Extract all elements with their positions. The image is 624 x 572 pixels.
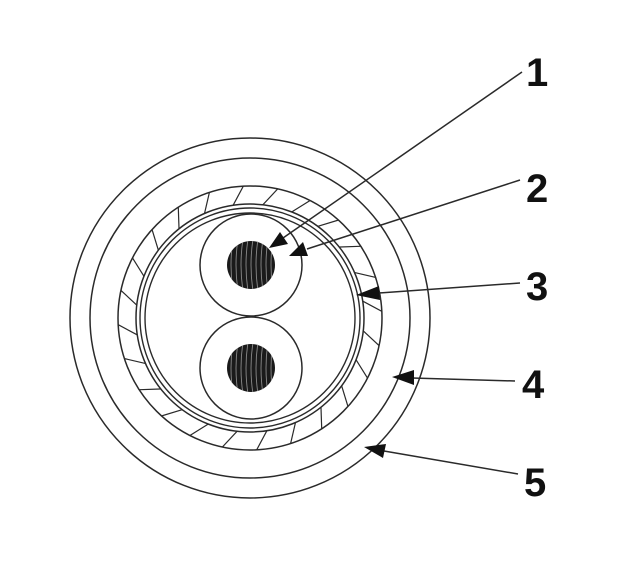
conductor-strand bbox=[245, 344, 249, 392]
arrowhead-3 bbox=[356, 286, 380, 300]
hatch-line bbox=[136, 388, 164, 391]
conductor-strand bbox=[250, 344, 254, 392]
hatch-line bbox=[130, 255, 146, 279]
hatch-line bbox=[150, 227, 160, 253]
wrap-tape-inner bbox=[144, 212, 356, 424]
hatch-line bbox=[255, 428, 269, 450]
conductor-strand bbox=[255, 241, 259, 289]
shield-layer bbox=[117, 185, 383, 451]
hatch-line bbox=[360, 299, 382, 313]
conductor-strand bbox=[240, 241, 244, 289]
leader-line-3 bbox=[356, 282, 521, 300]
leader-line-2 bbox=[289, 179, 521, 256]
arrowhead-5 bbox=[364, 444, 386, 458]
hatch-line bbox=[177, 204, 180, 232]
hatch-line bbox=[118, 323, 140, 337]
hatch-line bbox=[118, 288, 139, 308]
leader-line-4 bbox=[392, 370, 516, 385]
hatch-line bbox=[121, 357, 149, 365]
hatch-line bbox=[260, 186, 280, 207]
callout-2: 2 bbox=[526, 167, 548, 211]
hatch-line bbox=[231, 186, 245, 208]
hatch-line bbox=[315, 218, 341, 228]
hatch-line bbox=[203, 189, 211, 217]
hatch-line bbox=[320, 404, 323, 432]
leader-line-1 bbox=[269, 71, 523, 248]
callout-3: 3 bbox=[526, 265, 548, 309]
hatch-line bbox=[336, 245, 364, 248]
hatch-line bbox=[289, 419, 297, 447]
inner-sheath bbox=[89, 157, 411, 479]
arrowhead-1 bbox=[269, 232, 288, 248]
conductor-strand bbox=[250, 241, 254, 289]
hatch-line bbox=[220, 429, 240, 450]
hatch-line bbox=[340, 383, 350, 409]
hatch-line bbox=[351, 271, 379, 279]
conductor-strand bbox=[245, 241, 249, 289]
conductor-strand bbox=[240, 344, 244, 392]
arrowhead-4 bbox=[392, 370, 414, 385]
callout-5: 5 bbox=[524, 461, 546, 505]
hatch-line bbox=[159, 408, 185, 418]
hatch-line bbox=[289, 198, 313, 214]
hatch-line bbox=[354, 357, 370, 381]
leader-line-5 bbox=[364, 444, 519, 475]
wrap-tape-outer bbox=[139, 207, 361, 429]
hatch-line bbox=[187, 422, 211, 438]
outer-sheath bbox=[69, 137, 431, 499]
conductor-strand bbox=[255, 344, 259, 392]
hatch-line bbox=[361, 328, 382, 348]
callout-4: 4 bbox=[522, 363, 545, 407]
arrowhead-2 bbox=[289, 242, 308, 256]
callout-1: 1 bbox=[526, 51, 548, 95]
